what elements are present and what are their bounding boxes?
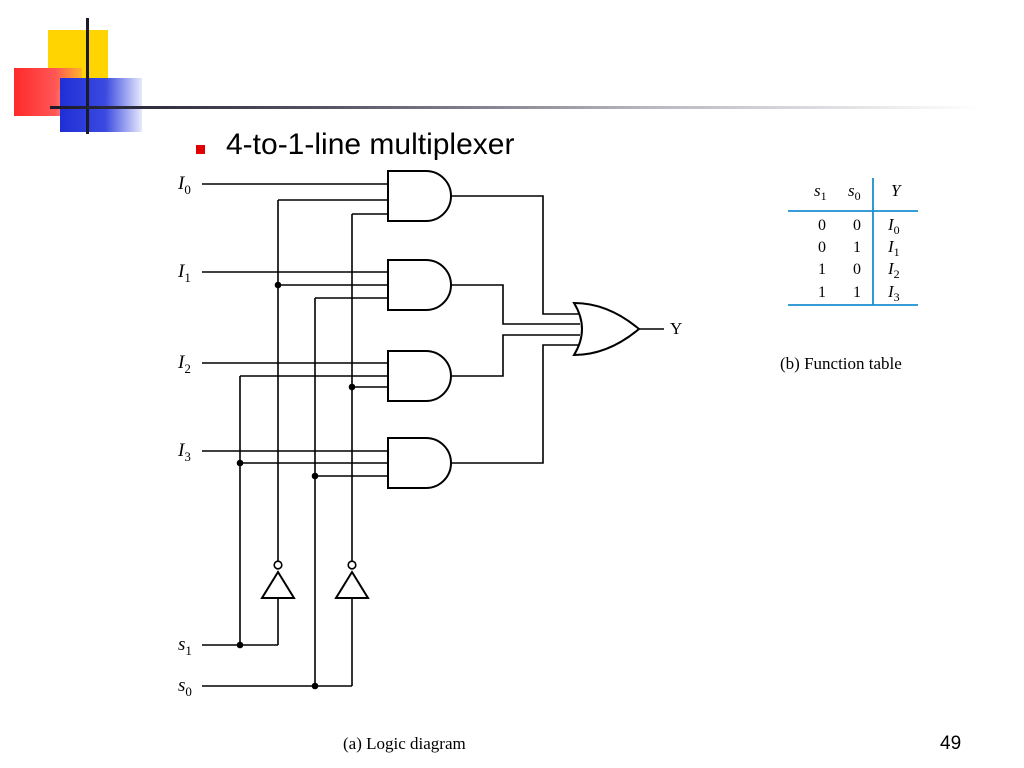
slide-title: 4-to-1-line multiplexer [226, 128, 515, 161]
deco-vertical-line [86, 18, 89, 134]
table-row: 1 1 I3 [818, 282, 900, 304]
cell-y: I1 [887, 237, 900, 259]
table-row: 0 0 I0 [818, 215, 900, 237]
inverter-s0 [334, 560, 370, 599]
input-label-i2: I2 [177, 352, 191, 376]
table-row: 1 0 I2 [818, 259, 900, 281]
bullet-icon [196, 145, 205, 154]
output-label: Y [670, 319, 682, 338]
cell-s1: 0 [818, 217, 826, 234]
and-gate-0 [387, 170, 452, 222]
wires [202, 183, 664, 687]
and-gate-2 [387, 350, 452, 402]
input-label-i0: I0 [177, 173, 191, 197]
cell-s0: 1 [853, 239, 861, 256]
function-table: s1 s0 Y 0 0 I0 0 1 I1 1 0 I2 1 1 I3 (b) … [780, 178, 918, 373]
select-label-s0: s0 [178, 675, 192, 699]
inverter-s1 [260, 560, 296, 599]
cell-s1: 0 [818, 239, 826, 256]
input-label-i1: I1 [177, 261, 191, 285]
diagram-caption: (a) Logic diagram [343, 734, 466, 753]
cell-y: I0 [887, 215, 900, 237]
select-label-s1: s1 [178, 634, 192, 658]
table-header-y: Y [891, 181, 902, 200]
deco-horizontal-rule [50, 106, 980, 109]
and-gate-1 [387, 259, 452, 311]
cell-s1: 1 [818, 261, 826, 278]
cell-s1: 1 [818, 284, 826, 301]
and-gate-3 [387, 437, 452, 489]
cell-y: I2 [887, 259, 900, 281]
table-header-s0: s0 [848, 181, 861, 203]
or-gate [572, 301, 641, 357]
deco-blue-square [60, 78, 142, 132]
cell-s0: 0 [853, 217, 861, 234]
input-label-i3: I3 [177, 440, 191, 464]
cell-s0: 0 [853, 261, 861, 278]
junction-dots [236, 281, 356, 690]
table-caption: (b) Function table [780, 354, 902, 373]
table-header-s1: s1 [814, 181, 827, 203]
table-row: 0 1 I1 [818, 237, 900, 259]
page-number: 49 [940, 733, 962, 754]
cell-y: I3 [887, 282, 900, 304]
cell-s0: 1 [853, 284, 861, 301]
